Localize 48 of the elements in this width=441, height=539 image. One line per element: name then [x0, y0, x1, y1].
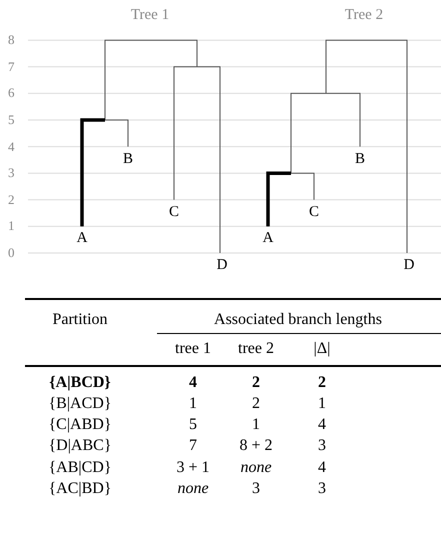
- table-cell: 4: [189, 375, 197, 391]
- axis-tick-label: 4: [8, 140, 14, 153]
- table-cell: 4: [318, 417, 326, 433]
- table-cell: 1: [189, 396, 197, 412]
- table-cell: 1: [252, 417, 260, 433]
- table-cell: {AC|BD}: [48, 481, 112, 497]
- leaf-label: C: [309, 204, 319, 220]
- leaf-label: D: [216, 258, 228, 273]
- axis-tick-label: 6: [8, 86, 14, 100]
- leaf-label: D: [404, 258, 414, 273]
- table-cell: 8 + 2: [239, 438, 273, 454]
- table-cell: 1: [318, 396, 326, 412]
- table-cell: none: [177, 481, 209, 497]
- column-header: tree 1: [175, 341, 211, 357]
- table-cell: 3: [318, 438, 326, 454]
- leaf-label: B: [123, 152, 133, 167]
- table-cell: {AB|CD}: [48, 460, 112, 476]
- chart-title: Tree 1: [130, 8, 170, 23]
- column-header: tree 2: [238, 341, 274, 357]
- axis-tick-label: 3: [8, 166, 14, 180]
- leaf-label: A: [76, 231, 88, 246]
- table-cell: none: [240, 460, 272, 476]
- table-cell: {D|ABC}: [48, 438, 112, 454]
- axis-tick-label: 7: [8, 60, 14, 73]
- table-cell: {C|ABD}: [48, 417, 112, 433]
- table-cell: 5: [189, 417, 197, 433]
- axis-tick-label: 0: [8, 246, 14, 259]
- table-cell: 3: [318, 481, 326, 497]
- table-cell: 4: [318, 460, 326, 476]
- axis-tick-label: 8: [8, 33, 14, 46]
- leaf-label: A: [262, 231, 274, 246]
- leaf-label: B: [355, 152, 365, 167]
- chart-title: Tree 2: [344, 8, 384, 23]
- table-cell: 3: [252, 481, 260, 497]
- table-cell: 2: [252, 375, 260, 391]
- column-header: |Δ|: [314, 341, 330, 357]
- axis-tick-label: 1: [8, 219, 14, 232]
- table-cell: 3 + 1: [176, 460, 210, 476]
- table-cell: 2: [252, 396, 260, 412]
- axis-tick-label: 5: [8, 113, 14, 126]
- table-cell: 2: [318, 375, 326, 391]
- axis-tick-label: 2: [8, 192, 14, 206]
- table-cell: {A|BCD}: [49, 375, 111, 391]
- table-cell: {B|ACD}: [48, 396, 112, 412]
- column-header: Associated branch lengths: [214, 312, 382, 328]
- table-cell: 7: [189, 438, 197, 454]
- leaf-label: C: [169, 204, 179, 220]
- column-header: Partition: [52, 312, 108, 328]
